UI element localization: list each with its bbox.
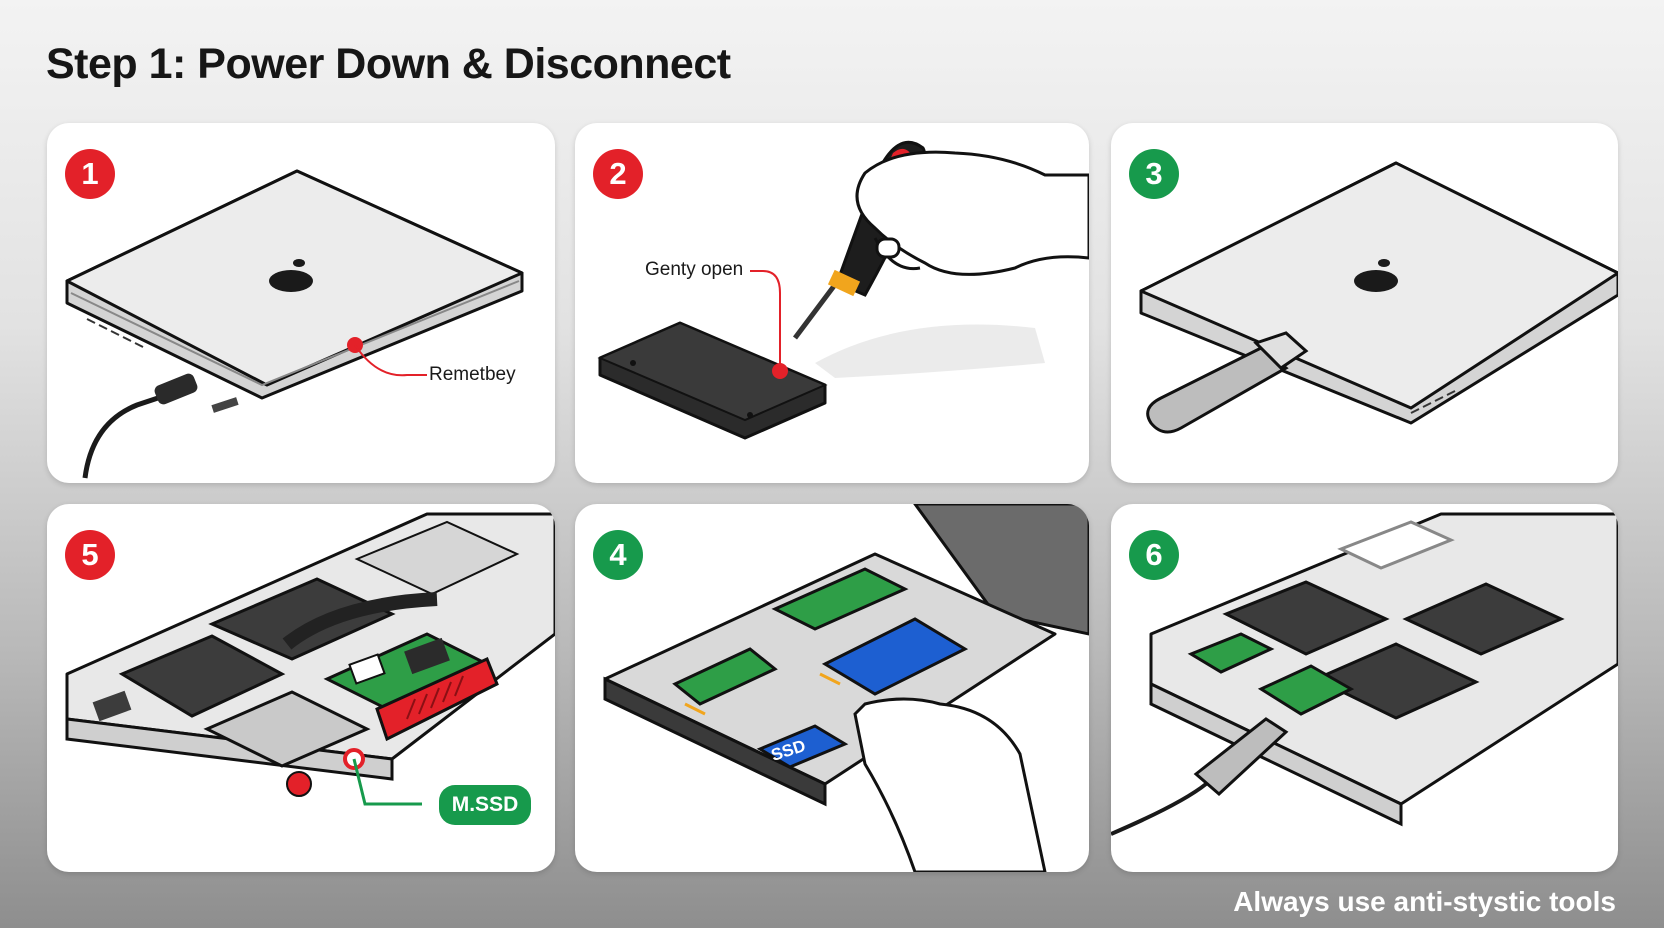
step-badge: 1 <box>65 149 115 199</box>
pry-tool-icon <box>1146 331 1309 434</box>
cable-connector <box>1193 717 1289 797</box>
ssd-chip-icon <box>756 724 849 769</box>
cable-connector <box>154 373 198 405</box>
hand-icon <box>855 150 1089 276</box>
hand-icon <box>853 697 1047 872</box>
panel-step-5: 5 M.SSD <box>47 504 555 872</box>
cable-icon <box>82 392 168 479</box>
safety-footer-note: Always use anti-stystic tools <box>1233 886 1616 917</box>
cable-icon <box>1111 782 1208 836</box>
apple-logo-icon <box>269 259 313 292</box>
step-badge: 2 <box>593 149 643 199</box>
panel-step-3: 3 <box>1111 123 1618 483</box>
ssd-removal-illustration <box>603 504 1089 872</box>
laptop-closed-illustration <box>65 169 524 479</box>
callout-label: Genty open <box>645 259 744 280</box>
pry-open-illustration <box>597 140 1089 440</box>
callout-label: Remetbey <box>429 364 516 385</box>
open-laptop-internals-illustration <box>65 512 555 806</box>
laptop-pry-tool-illustration <box>1139 161 1618 434</box>
step-badge: 3 <box>1129 149 1179 199</box>
ssd-callout-pill: M.SSD <box>439 785 531 825</box>
panel-step-6: 6 <box>1111 504 1618 872</box>
reconnect-illustration <box>1111 512 1618 836</box>
apple-logo-icon <box>1354 259 1398 292</box>
step-badge: 5 <box>65 530 115 580</box>
page-title: Step 1: Power Down & Disconnect <box>46 40 731 88</box>
panel-step-1: 1 Remetbey <box>47 123 555 483</box>
step-badge: 6 <box>1129 530 1179 580</box>
panel-step-4: 4 SSD <box>575 504 1089 872</box>
panel-step-2: 2 Genty open <box>575 123 1089 483</box>
step-badge: 4 <box>593 530 643 580</box>
